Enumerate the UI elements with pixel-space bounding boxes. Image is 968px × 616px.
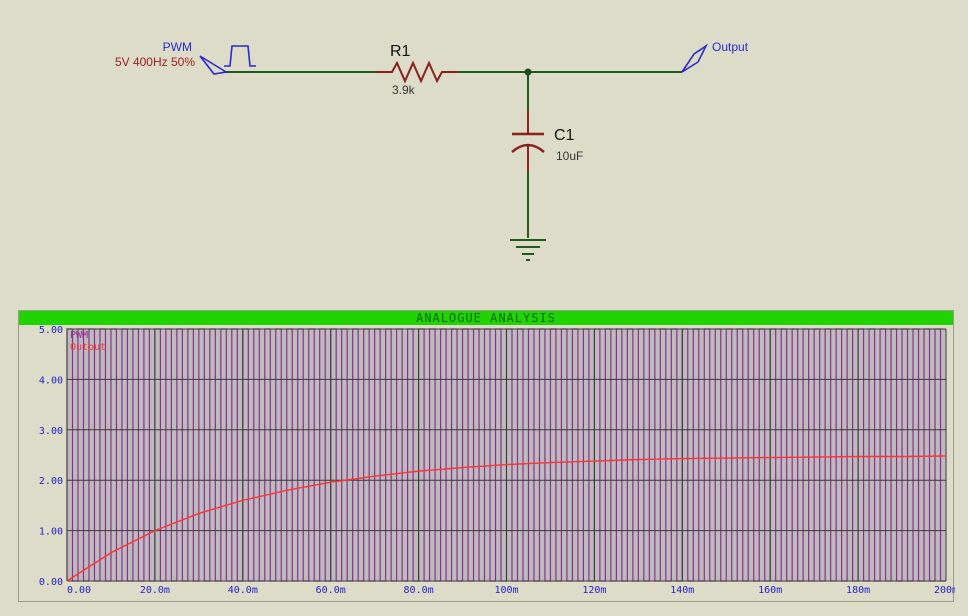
y-tick-label: 5.00 (39, 325, 63, 336)
capacitor-value: 10uF (556, 149, 583, 163)
graph-plot[interactable]: 0.00 1.00 2.00 3.00 4.00 5.00 0.00 20.0m 40.0m 6… (19, 311, 955, 601)
y-tick-label: 2.00 (39, 476, 63, 487)
analogue-analysis-graph[interactable]: ANALOGUE ANALYSIS 0.00 1.00 2.00 3.00 4.00 5.… (18, 310, 955, 602)
x-tick-label: 80.0m (404, 585, 434, 596)
x-tick-label: 160m (758, 585, 782, 596)
resistor-r1[interactable]: R1 3.9k (376, 43, 458, 97)
junction-dot (524, 68, 532, 76)
x-tick-label: 140m (670, 585, 694, 596)
output-arrow-icon (681, 43, 709, 73)
generator-arrow-icon (199, 55, 229, 75)
output-trace (66, 455, 947, 582)
capacitor-ref: C1 (554, 127, 575, 144)
x-tick-label: 200m (934, 585, 955, 596)
resistor-zigzag-icon (376, 60, 458, 84)
pulse-icon (224, 45, 256, 67)
legend-pwm: PWM (70, 330, 88, 341)
y-tick-label: 1.00 (39, 527, 63, 538)
x-tick-label: 40.0m (228, 585, 258, 596)
x-tick-label: 120m (582, 585, 606, 596)
pwm-generator[interactable]: PWM 5V 400Hz 50% (115, 40, 256, 75)
x-tick-label: 180m (846, 585, 870, 596)
capacitor-c1[interactable]: C1 10uF (511, 110, 583, 172)
resistor-value: 3.9k (392, 83, 416, 97)
y-tick-label: 0.00 (39, 577, 63, 588)
x-tick-label: 0.00 (67, 585, 91, 596)
x-tick-label: 60.0m (316, 585, 346, 596)
y-axis-ticks: 0.00 1.00 2.00 3.00 4.00 5.00 (39, 325, 63, 588)
x-axis-ticks: 0.00 20.0m 40.0m 60.0m 80.0m 100m 120m 140m 160m… (67, 585, 955, 596)
x-tick-label: 100m (494, 585, 518, 596)
schematic-canvas: PWM 5V 400Hz 50% R1 3.9k C1 10uF Output (115, 40, 749, 261)
y-tick-label: 4.00 (39, 375, 63, 386)
generator-name: PWM (163, 40, 192, 54)
y-tick-label: 3.00 (39, 426, 63, 437)
output-label: Output (712, 40, 749, 54)
generator-params: 5V 400Hz 50% (115, 55, 195, 69)
output-terminal[interactable]: Output (681, 40, 749, 73)
legend-output: Output (70, 342, 106, 353)
x-tick-label: 20.0m (140, 585, 170, 596)
graph-title: ANALOGUE ANALYSIS (19, 311, 953, 325)
ground-icon (510, 239, 546, 261)
resistor-ref: R1 (390, 43, 411, 60)
plot-grid (66, 328, 947, 582)
wires (226, 71, 682, 238)
